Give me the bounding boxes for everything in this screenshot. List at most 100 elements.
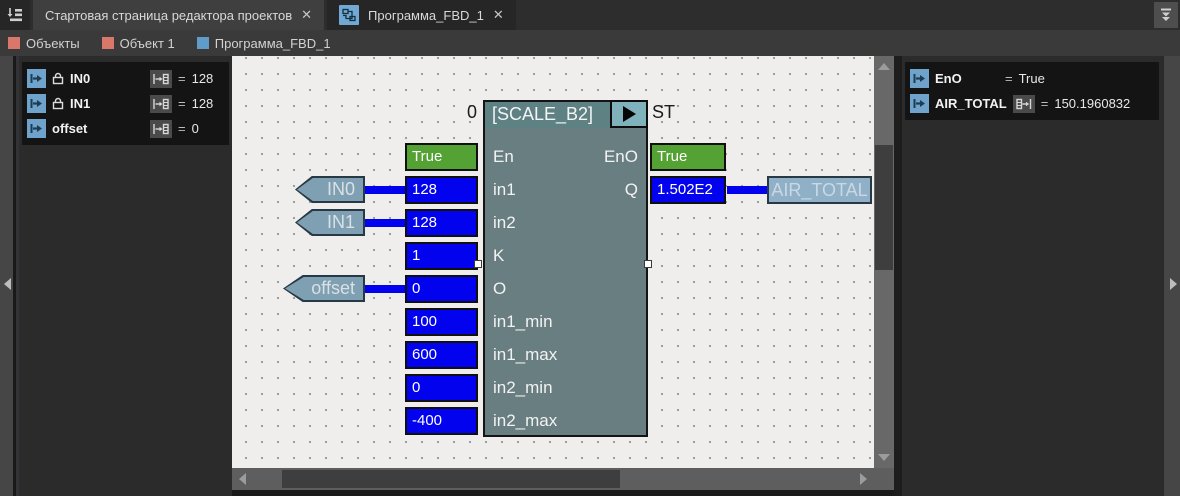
tabbar-spacer — [516, 0, 1154, 30]
right-collapse-strip[interactable] — [1162, 56, 1180, 496]
pin-row-o: O — [493, 279, 507, 298]
binding-map-icon[interactable] — [1012, 94, 1035, 113]
value-box-eno[interactable]: True — [650, 143, 726, 171]
value-box-in1-max[interactable]: 600 — [405, 341, 478, 369]
double-chevron-down-icon — [1161, 8, 1171, 21]
value-box-in2-max[interactable]: -400 — [405, 407, 478, 435]
equals-sign: = — [1040, 96, 1049, 111]
input-tag-offset[interactable]: offset — [283, 275, 365, 302]
fbd-diagram-icon — [339, 5, 360, 25]
input-tag-label: offset — [285, 277, 363, 300]
output-variable-icon — [910, 69, 929, 88]
output-tag-air-total[interactable]: AIR_TOTAL — [767, 176, 872, 204]
breadcrumb-item-program-fbd-1[interactable]: Программа_FBD_1 — [196, 35, 331, 51]
scroll-down-icon[interactable] — [878, 454, 890, 461]
block-language-label: ST — [652, 102, 676, 122]
scale-b2-block[interactable]: [SCALE_B2] — [483, 100, 648, 437]
wire-air-total[interactable] — [727, 186, 767, 194]
input-tag-in1[interactable]: IN1 — [295, 209, 365, 236]
output-variables-panel: EnO = True AIR_TOTAL = 150.1960832 — [902, 56, 1162, 496]
horizontal-scrollbar-thumb[interactable] — [282, 470, 620, 488]
binding-map-icon[interactable] — [150, 119, 172, 138]
scrollbar-corner — [874, 468, 894, 490]
breadcrumb-item-object-1[interactable]: Объект 1 — [101, 36, 175, 51]
variable-name: IN1 — [70, 96, 91, 111]
wire-in1[interactable] — [365, 219, 405, 227]
wire-offset[interactable] — [365, 285, 405, 293]
equals-sign: = — [178, 71, 186, 86]
input-variable-icon — [27, 69, 46, 88]
value-box-in2-min[interactable]: 0 — [405, 374, 478, 402]
variable-row-in0[interactable]: IN0 = 128 — [25, 66, 226, 91]
pin-row-in1-max: in1_max — [493, 345, 558, 364]
scroll-right-icon[interactable] — [860, 473, 867, 485]
horizontal-scrollbar[interactable] — [232, 468, 874, 490]
variable-value: True — [1018, 71, 1045, 86]
object-color-swatch — [101, 37, 114, 49]
value-box-in1[interactable]: 128 — [405, 176, 478, 204]
variable-name: offset — [52, 121, 88, 136]
tab-start-page[interactable]: Стартовая страница редактора проектов ✕ — [33, 0, 325, 30]
left-collapse-strip[interactable] — [0, 56, 16, 496]
tab-start-page-label: Стартовая страница редактора проектов — [45, 7, 293, 23]
close-icon[interactable]: ✕ — [301, 7, 313, 22]
block-resize-handle-left[interactable] — [474, 260, 482, 268]
pin-row-in1-min: in1_min — [493, 312, 553, 331]
pin-row-in2: in2 — [493, 213, 516, 232]
value-box-o[interactable]: 0 — [405, 275, 478, 303]
variable-row-eno[interactable]: EnO = True — [908, 66, 1156, 91]
breadcrumb-label: Программа_FBD_1 — [214, 35, 331, 51]
value-box-k[interactable]: 1 — [405, 242, 478, 270]
variable-name: EnO — [935, 71, 962, 86]
vertical-scrollbar[interactable] — [874, 56, 894, 468]
lock-icon[interactable] — [52, 97, 64, 110]
tab-bar: Стартовая страница редактора проектов ✕ … — [0, 0, 1180, 30]
input-variables-panel: IN0 = 128 IN1 = 12 — [19, 56, 232, 496]
value-box-en[interactable]: True — [405, 143, 478, 171]
block-exec-order: 0 — [466, 102, 477, 122]
close-icon[interactable]: ✕ — [492, 7, 504, 22]
input-tag-label: IN1 — [297, 211, 363, 234]
block-resize-handle-right[interactable] — [644, 260, 652, 268]
scroll-up-icon[interactable] — [878, 63, 890, 70]
binding-map-icon[interactable] — [150, 94, 172, 113]
input-variable-list: IN0 = 128 IN1 = 12 — [22, 62, 229, 145]
input-tag-in0[interactable]: IN0 — [295, 176, 365, 203]
equals-sign: = — [1005, 71, 1013, 86]
variable-name: AIR_TOTAL — [935, 96, 1007, 111]
input-variable-icon — [27, 119, 46, 138]
value-box-in1-min[interactable]: 100 — [405, 308, 478, 336]
pin-row-in2-max: in2_max — [493, 411, 558, 430]
tab-program-fbd-1-label: Программа_FBD_1 — [368, 7, 484, 23]
variable-row-offset[interactable]: offset = 0 — [25, 116, 226, 141]
lock-icon[interactable] — [52, 72, 64, 85]
variable-row-air-total[interactable]: AIR_TOTAL = 150.1960832 — [908, 91, 1156, 116]
vertical-scrollbar-thumb[interactable] — [875, 145, 893, 270]
value-box-q[interactable]: 1.502E2 — [650, 176, 726, 204]
output-variable-icon — [910, 94, 929, 113]
wire-in0[interactable] — [365, 186, 405, 194]
breadcrumb: Объекты Объект 1 Программа_FBD_1 — [0, 30, 1180, 56]
program-color-swatch — [196, 37, 209, 49]
list-locate-icon — [7, 8, 22, 22]
tab-program-fbd-1[interactable]: Программа_FBD_1 ✕ — [327, 0, 516, 30]
scroll-left-icon[interactable] — [239, 473, 246, 485]
equals-sign: = — [178, 96, 186, 111]
variable-value: 128 — [191, 71, 214, 86]
block-run-button[interactable] — [610, 100, 648, 128]
tab-list-dropdown-button[interactable] — [1154, 2, 1178, 28]
breadcrumb-item-objects[interactable]: Объекты — [8, 36, 80, 51]
pin-row-k: K — [493, 246, 505, 265]
scroll-to-active-tab-button[interactable] — [0, 0, 30, 30]
variable-row-in1[interactable]: IN1 = 128 — [25, 91, 226, 116]
object-color-swatch — [8, 37, 20, 49]
pin-row-in2-min: in2_min — [493, 378, 553, 397]
collapse-right-icon — [1170, 278, 1177, 290]
value-box-in2[interactable]: 128 — [405, 209, 478, 237]
binding-map-icon[interactable] — [150, 69, 172, 88]
variable-name: IN0 — [70, 71, 91, 86]
